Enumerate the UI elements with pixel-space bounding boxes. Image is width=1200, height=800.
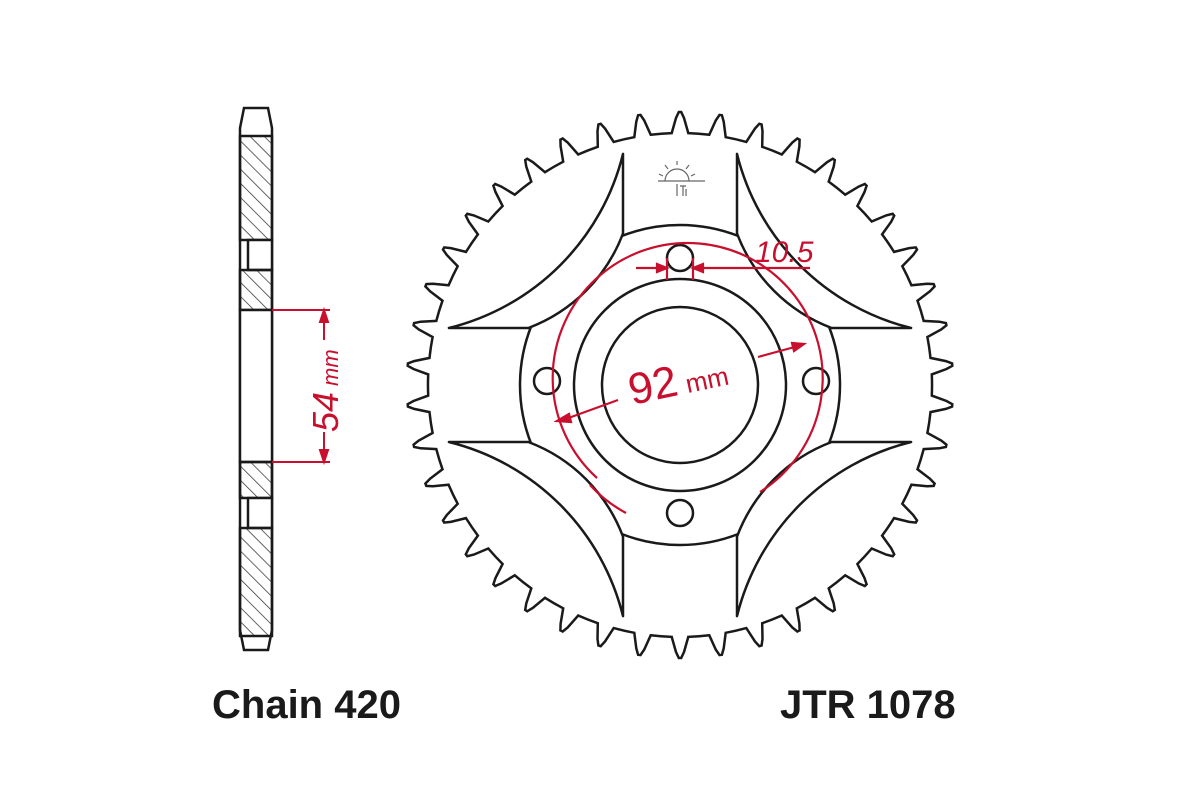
hub-bore-value: 54 <box>305 392 346 432</box>
bolt-hole-label: 10.5 <box>755 236 814 269</box>
hub-circle <box>518 223 842 547</box>
window-top-right <box>735 152 913 330</box>
window-bottom-left <box>447 440 625 618</box>
part-number-label: JTR 1078 <box>780 683 956 727</box>
bolt-hole-top <box>665 243 695 273</box>
pcd-unit: mm <box>683 361 732 399</box>
hub-inner-ring <box>572 277 788 493</box>
hub-bore-label: 54 mm <box>305 349 346 432</box>
jt-logo-icon <box>658 161 705 196</box>
side-section-view <box>238 106 274 652</box>
pcd-dimension <box>551 241 824 514</box>
sprocket-front-view <box>406 110 954 660</box>
window-top-left <box>447 152 625 330</box>
hub-bore-dimension <box>272 306 330 466</box>
sprocket-teeth-outline <box>406 110 954 660</box>
bolt-hole-right <box>801 366 831 396</box>
window-bottom-right <box>735 440 913 618</box>
svg-text:54mm: 54 mm <box>305 349 346 432</box>
svg-text:92mm: 92mm <box>624 346 732 415</box>
chain-label: Chain 420 <box>212 683 401 727</box>
bolt-hole-bottom <box>665 498 695 528</box>
pcd-value: 92 <box>624 357 682 415</box>
pcd-label: 92mm <box>624 346 732 415</box>
center-bore <box>600 305 760 465</box>
hub-bore-unit: mm <box>318 349 343 386</box>
bolt-hole-left <box>532 366 562 396</box>
